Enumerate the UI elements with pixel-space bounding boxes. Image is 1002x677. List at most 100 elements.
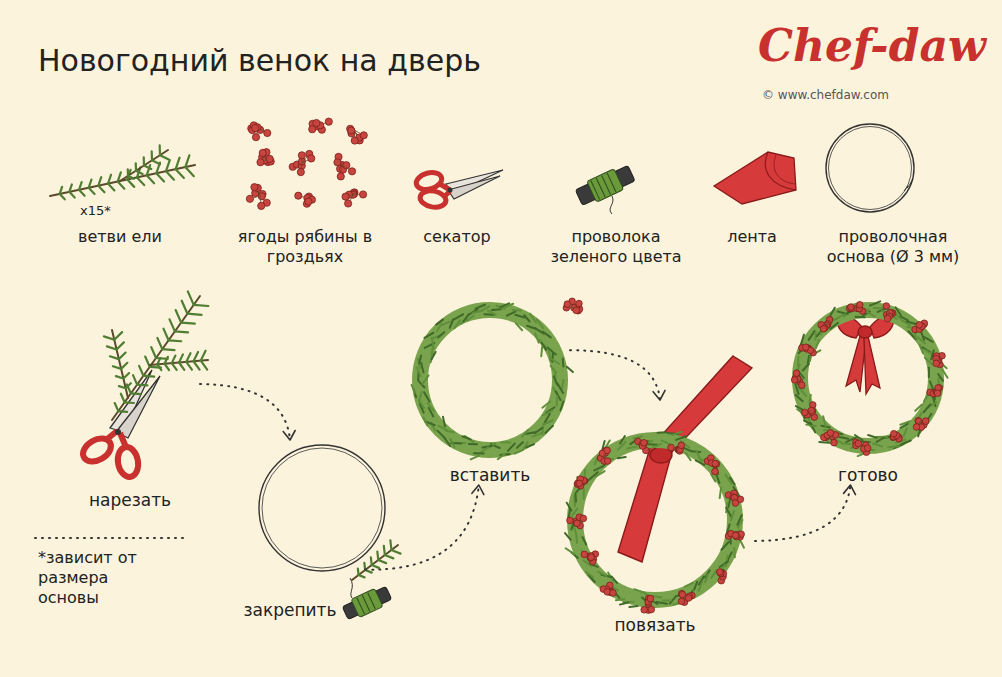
- berry: [802, 344, 809, 351]
- needle: [119, 353, 126, 360]
- needle: [582, 537, 586, 544]
- needle: [586, 572, 593, 577]
- needle: [424, 392, 429, 401]
- needle: [108, 184, 114, 191]
- needle: [877, 438, 884, 442]
- needle: [450, 319, 453, 327]
- needle: [924, 337, 932, 342]
- berry: [252, 124, 259, 131]
- needle: [194, 352, 199, 361]
- ingredient-label: лента: [712, 227, 792, 247]
- needle: [507, 312, 515, 316]
- needle: [179, 363, 184, 370]
- needle: [575, 534, 578, 543]
- needle: [598, 572, 606, 576]
- wire-end: [350, 578, 352, 598]
- berry: [360, 132, 367, 139]
- berry: [264, 129, 271, 136]
- needle: [696, 460, 705, 464]
- branch-stem: [112, 296, 200, 420]
- needle: [152, 160, 160, 164]
- needle: [530, 314, 536, 323]
- needle: [567, 503, 572, 511]
- berry: [883, 303, 890, 310]
- needle: [384, 546, 385, 555]
- berry: [576, 480, 583, 487]
- needle: [554, 376, 558, 385]
- needle: [114, 332, 122, 340]
- needle: [595, 471, 604, 477]
- dotted-line: [365, 485, 479, 570]
- needle: [809, 331, 815, 340]
- needle: [721, 542, 728, 550]
- needle: [166, 171, 174, 180]
- needle: [476, 305, 485, 309]
- needle: [118, 182, 125, 189]
- berry: [820, 326, 827, 333]
- needle: [423, 375, 429, 384]
- needle: [925, 358, 932, 365]
- needle: [556, 396, 559, 406]
- needle: [423, 417, 427, 425]
- needle: [163, 329, 168, 341]
- needle: [516, 323, 522, 330]
- berry: [266, 155, 273, 162]
- berry: [567, 517, 574, 524]
- needle: [137, 383, 147, 386]
- needle: [139, 366, 143, 376]
- needle: [816, 340, 819, 348]
- needle: [123, 373, 129, 379]
- needle: [796, 395, 803, 401]
- shears-icon: [414, 170, 503, 209]
- needle: [513, 309, 521, 312]
- berry: [313, 119, 320, 126]
- berry: [884, 315, 891, 322]
- needle: [581, 550, 587, 558]
- needle: [888, 446, 899, 447]
- needle: [627, 447, 636, 449]
- needle: [830, 323, 838, 329]
- berry: [604, 458, 611, 465]
- step-arrow: [755, 485, 855, 541]
- needle: [137, 177, 144, 185]
- needle: [108, 175, 111, 184]
- berry: [574, 520, 581, 527]
- berry: [864, 445, 871, 452]
- needle: [60, 194, 65, 199]
- berry: [604, 447, 611, 454]
- needle: [176, 310, 182, 323]
- ingredient-label: ягоды рябины в гроздьях: [230, 227, 380, 267]
- needle: [685, 583, 693, 587]
- berry: [305, 198, 312, 205]
- ingredient-label: ветви ели: [55, 227, 185, 247]
- needle: [730, 478, 735, 485]
- step: вставить: [410, 310, 570, 485]
- needle: [144, 166, 151, 170]
- needle: [166, 160, 170, 171]
- needle: [686, 453, 691, 460]
- needle: [866, 311, 875, 316]
- berry: [668, 444, 675, 451]
- needle: [717, 475, 720, 483]
- needle: [157, 358, 160, 364]
- needle: [181, 323, 195, 324]
- needle: [462, 436, 470, 439]
- dotted-line: [755, 485, 850, 541]
- needle: [187, 314, 201, 315]
- wire-ring: [826, 124, 914, 212]
- needle: [823, 416, 826, 427]
- needle: [567, 367, 573, 372]
- needle: [437, 431, 445, 439]
- needle: [151, 347, 156, 358]
- berry: [564, 301, 571, 308]
- needle: [436, 320, 443, 325]
- needle: [797, 357, 800, 366]
- needle: [162, 348, 174, 351]
- berry: [855, 440, 862, 447]
- step: закрепить: [215, 440, 365, 620]
- needle: [201, 351, 206, 361]
- needle: [524, 315, 529, 321]
- needle: [562, 380, 564, 389]
- berry: [574, 520, 581, 527]
- needle: [60, 187, 62, 194]
